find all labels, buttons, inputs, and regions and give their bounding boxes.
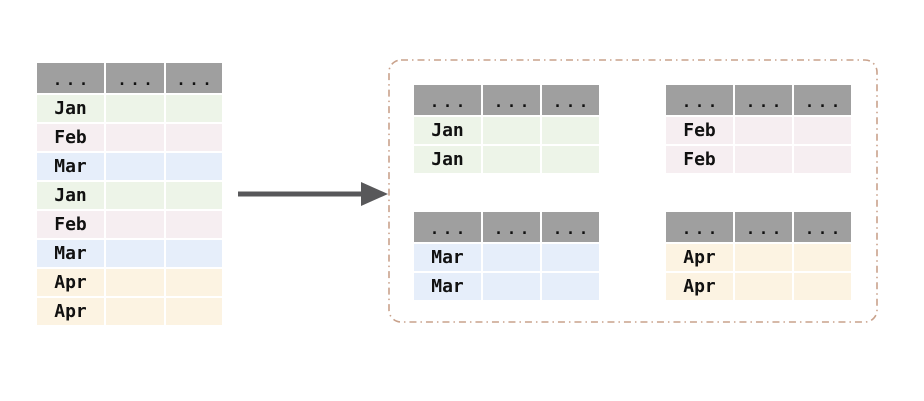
empty-cell	[166, 211, 222, 238]
month-cell: Mar	[37, 153, 104, 180]
month-cell: Apr	[37, 269, 104, 296]
column-header-dots: ...	[106, 63, 164, 93]
empty-cell	[106, 211, 164, 238]
month-cell: Feb	[37, 211, 104, 238]
groups-panel-border	[388, 59, 878, 323]
column-header-dots: ...	[414, 85, 481, 115]
dashed-border	[388, 59, 878, 323]
source-table: ... ... ... Jan Feb Mar Jan Feb Mar Apr …	[37, 63, 222, 325]
empty-cell	[166, 124, 222, 151]
empty-cell	[166, 298, 222, 325]
empty-cell	[735, 146, 792, 173]
group-table-apr: ... ... ... Apr Apr	[666, 212, 851, 300]
column-header-dots: ...	[735, 212, 792, 242]
group-table-jan: ... ... ... Jan Jan	[414, 85, 599, 173]
month-cell: Jan	[37, 95, 104, 122]
column-header-dots: ...	[37, 63, 104, 93]
month-cell: Mar	[414, 244, 481, 271]
month-cell: Apr	[666, 244, 733, 271]
empty-cell	[106, 298, 164, 325]
month-cell: Jan	[414, 146, 481, 173]
month-cell: Mar	[37, 240, 104, 267]
column-header-dots: ...	[483, 85, 540, 115]
month-cell: Feb	[37, 124, 104, 151]
empty-cell	[166, 153, 222, 180]
month-cell: Apr	[37, 298, 104, 325]
empty-cell	[794, 244, 851, 271]
empty-cell	[483, 146, 540, 173]
empty-cell	[166, 95, 222, 122]
empty-cell	[735, 117, 792, 144]
empty-cell	[106, 153, 164, 180]
column-header-dots: ...	[735, 85, 792, 115]
group-table-mar: ... ... ... Mar Mar	[414, 212, 599, 300]
column-header-dots: ...	[542, 85, 599, 115]
empty-cell	[106, 182, 164, 209]
empty-cell	[106, 240, 164, 267]
empty-cell	[735, 273, 792, 300]
empty-cell	[794, 146, 851, 173]
empty-cell	[542, 117, 599, 144]
month-cell: Feb	[666, 146, 733, 173]
column-header-dots: ...	[794, 85, 851, 115]
column-header-dots: ...	[483, 212, 540, 242]
column-header-dots: ...	[414, 212, 481, 242]
empty-cell	[166, 182, 222, 209]
empty-cell	[166, 269, 222, 296]
empty-cell	[483, 273, 540, 300]
month-cell: Jan	[414, 117, 481, 144]
empty-cell	[106, 124, 164, 151]
column-header-dots: ...	[666, 85, 733, 115]
group-table-feb: ... ... ... Feb Feb	[666, 85, 851, 173]
column-header-dots: ...	[794, 212, 851, 242]
column-header-dots: ...	[666, 212, 733, 242]
split-arrow	[238, 182, 388, 206]
empty-cell	[542, 244, 599, 271]
arrow-head-icon	[361, 182, 388, 206]
empty-cell	[483, 117, 540, 144]
empty-cell	[794, 273, 851, 300]
month-cell: Mar	[414, 273, 481, 300]
empty-cell	[106, 95, 164, 122]
empty-cell	[794, 117, 851, 144]
month-cell: Jan	[37, 182, 104, 209]
empty-cell	[735, 244, 792, 271]
empty-cell	[542, 146, 599, 173]
empty-cell	[542, 273, 599, 300]
month-cell: Apr	[666, 273, 733, 300]
column-header-dots: ...	[166, 63, 222, 93]
column-header-dots: ...	[542, 212, 599, 242]
empty-cell	[483, 244, 540, 271]
month-cell: Feb	[666, 117, 733, 144]
empty-cell	[106, 269, 164, 296]
empty-cell	[166, 240, 222, 267]
